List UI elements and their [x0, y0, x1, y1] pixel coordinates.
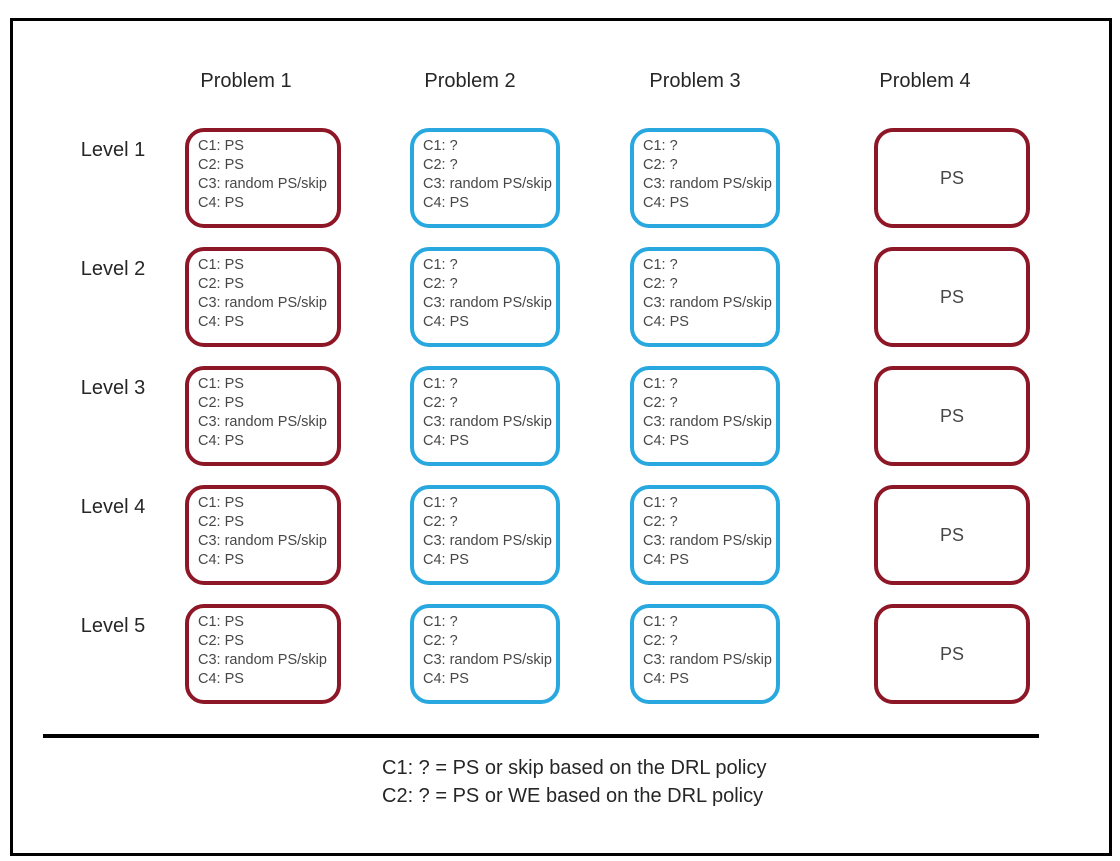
legend-block: C1: ? = PS or skip based on the DRL poli… [382, 754, 766, 810]
cell-text-line: C3: random PS/skip [198, 533, 327, 549]
cell-text-line: C2: PS [198, 514, 244, 530]
cell-text-line: C2: PS [198, 157, 244, 173]
cell-problem4-level5: PS [874, 604, 1030, 704]
legend-separator-line [43, 734, 1039, 738]
cell-text-line: C2: PS [198, 395, 244, 411]
cell-text-line: C2: ? [643, 395, 678, 411]
cell-text-line: C1: ? [423, 495, 458, 511]
cell-text-line: C4: PS [423, 433, 469, 449]
cell-text-line: C2: ? [423, 514, 458, 530]
cell-text-line: C4: PS [198, 314, 244, 330]
legend-line-c1: C1: ? = PS or skip based on the DRL poli… [382, 757, 767, 779]
cell-text-line: C1: ? [423, 138, 458, 154]
column-header-problem-1: Problem 1 [200, 70, 292, 92]
legend-line-c2: C2: ? = PS or WE based on the DRL policy [382, 785, 764, 807]
cell-text-line: C3: random PS/skip [198, 652, 327, 668]
cell-text-line: C3: random PS/skip [198, 176, 327, 192]
column-header-problem-3: Problem 3 [649, 70, 741, 92]
cell-text-line: C3: random PS/skip [198, 414, 327, 430]
cell-text-line: C4: PS [423, 314, 469, 330]
cell-text-line: C2: ? [643, 157, 678, 173]
row-label-level-1: Level 1 [80, 139, 146, 161]
cell-text-line: C1: ? [643, 614, 678, 630]
cell-text-line: C2: ? [643, 514, 678, 530]
cell-text-line: C1: ? [423, 376, 458, 392]
cell-text-line: C2: ? [423, 633, 458, 649]
cell-problem4-level4: PS [874, 485, 1030, 585]
cell-text-line: C4: PS [643, 195, 689, 211]
cell-text-line: C3: random PS/skip [423, 533, 552, 549]
cell-problem4-level3: PS [874, 366, 1030, 466]
cell-text-line: C3: random PS/skip [643, 414, 772, 430]
cell-text-line: C2: PS [198, 633, 244, 649]
cell-text-line: C1: ? [643, 257, 678, 273]
cell-text-line: C2: ? [643, 276, 678, 292]
cell-text-line: C3: random PS/skip [643, 176, 772, 192]
row-label-level-4: Level 4 [80, 496, 146, 518]
cell-text-line: C4: PS [423, 671, 469, 687]
cell-text-line: C2: PS [198, 276, 244, 292]
cell-text-line: C1: ? [643, 138, 678, 154]
cell-text-line: C1: PS [198, 257, 244, 273]
cell-text-line: C3: random PS/skip [643, 295, 772, 311]
cell-text-line: C3: random PS/skip [423, 176, 552, 192]
cell-text-line: C1: ? [423, 257, 458, 273]
cell-text-line: C1: PS [198, 495, 244, 511]
row-label-level-5: Level 5 [80, 615, 146, 637]
column-header-problem-2: Problem 2 [424, 70, 516, 92]
cell-text-line: C1: ? [643, 495, 678, 511]
outer-frame [10, 18, 1112, 856]
cell-text-line: C3: random PS/skip [423, 414, 552, 430]
column-header-problem-4: Problem 4 [879, 70, 971, 92]
cell-text-line: C1: ? [643, 376, 678, 392]
cell-text-line: C1: PS [198, 376, 244, 392]
cell-text-line: C3: random PS/skip [423, 295, 552, 311]
cell-text-line: C2: ? [423, 157, 458, 173]
cell-text-line: C2: ? [423, 276, 458, 292]
cell-text-line: C4: PS [198, 433, 244, 449]
cell-text-line: C3: random PS/skip [198, 295, 327, 311]
cell-text-line: C1: PS [198, 138, 244, 154]
row-label-level-3: Level 3 [80, 377, 146, 399]
cell-text-line: C4: PS [643, 433, 689, 449]
cell-problem4-level2: PS [874, 247, 1030, 347]
cell-text-line: C4: PS [423, 552, 469, 568]
cell-text-line: C3: random PS/skip [643, 652, 772, 668]
cell-text-line: C4: PS [198, 195, 244, 211]
cell-text-line: C4: PS [643, 552, 689, 568]
cell-problem4-level1: PS [874, 128, 1030, 228]
cell-text-line: C4: PS [643, 314, 689, 330]
cell-text-line: C4: PS [198, 552, 244, 568]
cell-text-line: C2: ? [423, 395, 458, 411]
cell-text-line: C4: PS [423, 195, 469, 211]
cell-text-line: C3: random PS/skip [643, 533, 772, 549]
cell-text-line: C4: PS [198, 671, 244, 687]
row-label-level-2: Level 2 [80, 258, 146, 280]
cell-text-line: C3: random PS/skip [423, 652, 552, 668]
cell-text-line: C1: ? [423, 614, 458, 630]
cell-text-line: C4: PS [643, 671, 689, 687]
cell-text-line: C2: ? [643, 633, 678, 649]
cell-text-line: C1: PS [198, 614, 244, 630]
